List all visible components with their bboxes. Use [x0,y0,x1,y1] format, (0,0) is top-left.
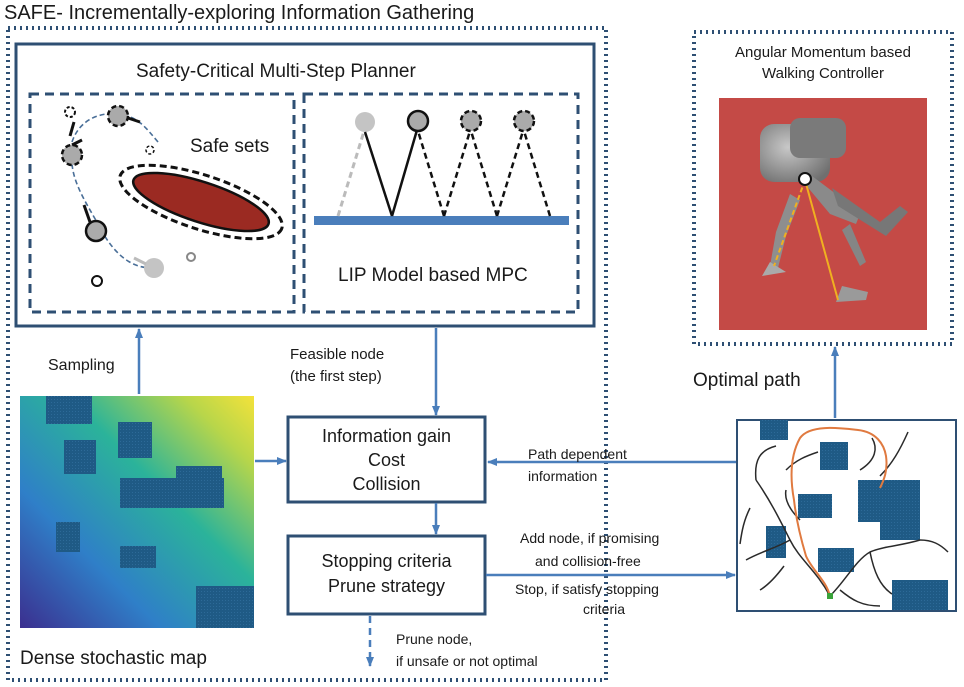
feasible-label-1: Feasible node [290,346,385,363]
stochastic-map [20,396,254,628]
path-dependent-label-2: information [528,468,598,484]
info-box-line2: Cost [367,450,405,470]
safe-sets-drawing [60,104,284,287]
feasible-label-2: (the first step) [290,368,382,385]
mpc-drawing [314,109,569,225]
stop-label-2: criteria [583,601,626,617]
safe-outer-frame [6,26,608,682]
prune-label-1: Prune node, [396,631,473,647]
sampling-label: Sampling [48,357,115,374]
controller-title: Angular Momentum based Walking Controlle… [694,42,952,84]
controller-title-line2: Walking Controller [762,65,884,82]
stop-box-border [286,534,487,616]
stop-box: Stopping criteria Prune strategy [288,549,485,599]
path-dependent-label-1: Path dependent [528,446,627,462]
stop-label-1: Stop, if satisfy stopping [515,581,659,597]
safe-sets-label: Safe sets [190,136,270,157]
stop-box-line2: Prune strategy [327,576,446,596]
robot-image [719,98,927,330]
stop-box-line1: Stopping criteria [321,551,452,571]
info-box-border [286,415,487,504]
controller-title-line1: Angular Momentum based [735,44,911,61]
controller-frame [692,30,954,346]
diagram-title: SAFE- Incrementally-exploring Informatio… [4,2,475,24]
add-node-label-1: Add node, if promising [520,530,660,546]
planner-title: Safety-Critical Multi-Step Planner [136,61,416,82]
mpc-label: LIP Model based MPC [338,265,528,286]
prune-label-2: if unsafe or not optimal [396,653,538,669]
safe-sets-panel [28,92,296,314]
optimal-path-label: Optimal path [693,370,801,391]
info-box: Information gain Cost Collision [288,424,485,496]
add-node-label-2: and collision-free [535,553,641,569]
info-box-line3: Collision [352,474,421,494]
tree-map [736,419,957,612]
map-label: Dense stochastic map [20,648,207,669]
mpc-panel [302,92,580,314]
info-box-line1: Information gain [321,426,452,446]
